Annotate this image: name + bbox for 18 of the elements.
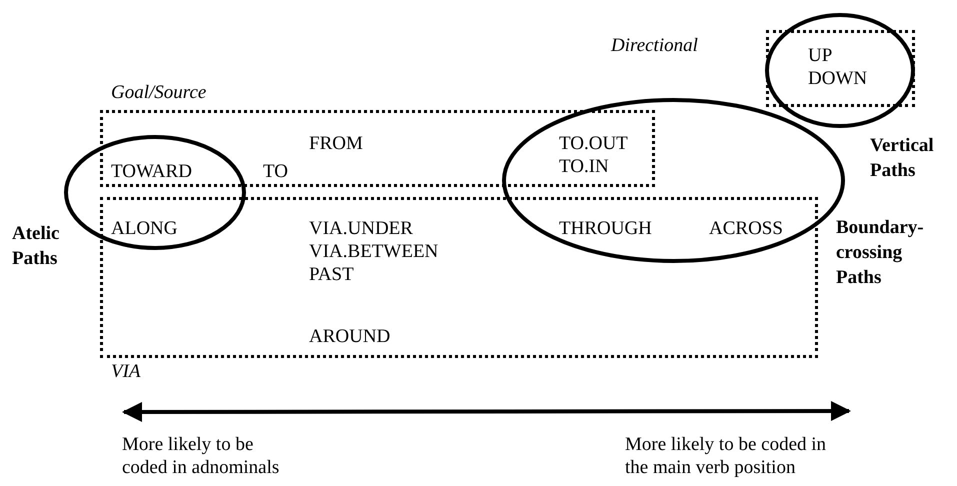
group-heading: Directional	[611, 34, 699, 57]
category-label: Atelic Paths	[12, 222, 60, 271]
word-label: FROM	[309, 132, 364, 155]
category-label: Vertical Paths	[870, 134, 935, 183]
word-label: AROUND	[309, 325, 392, 348]
word-list: VIA.UNDER VIA.BETWEEN PAST	[309, 217, 479, 286]
scale-end-label: More likely to be coded in adnominals	[122, 433, 280, 479]
word-label: TOWARD	[111, 160, 193, 183]
group-heading: VIA	[111, 360, 142, 383]
group-heading: Goal/Source	[111, 81, 208, 104]
word-label: ACROSS	[709, 217, 784, 240]
word-label: TO	[263, 160, 289, 183]
scale-end-label: More likely to be coded in the main verb position	[625, 433, 828, 479]
word-list: TO.OUT TO.IN	[559, 132, 649, 178]
word-list: UP DOWN	[808, 44, 888, 90]
category-label: Boundary-crossing Paths	[836, 216, 925, 290]
word-label: ALONG	[111, 217, 178, 240]
word-label: THROUGH	[559, 217, 653, 240]
